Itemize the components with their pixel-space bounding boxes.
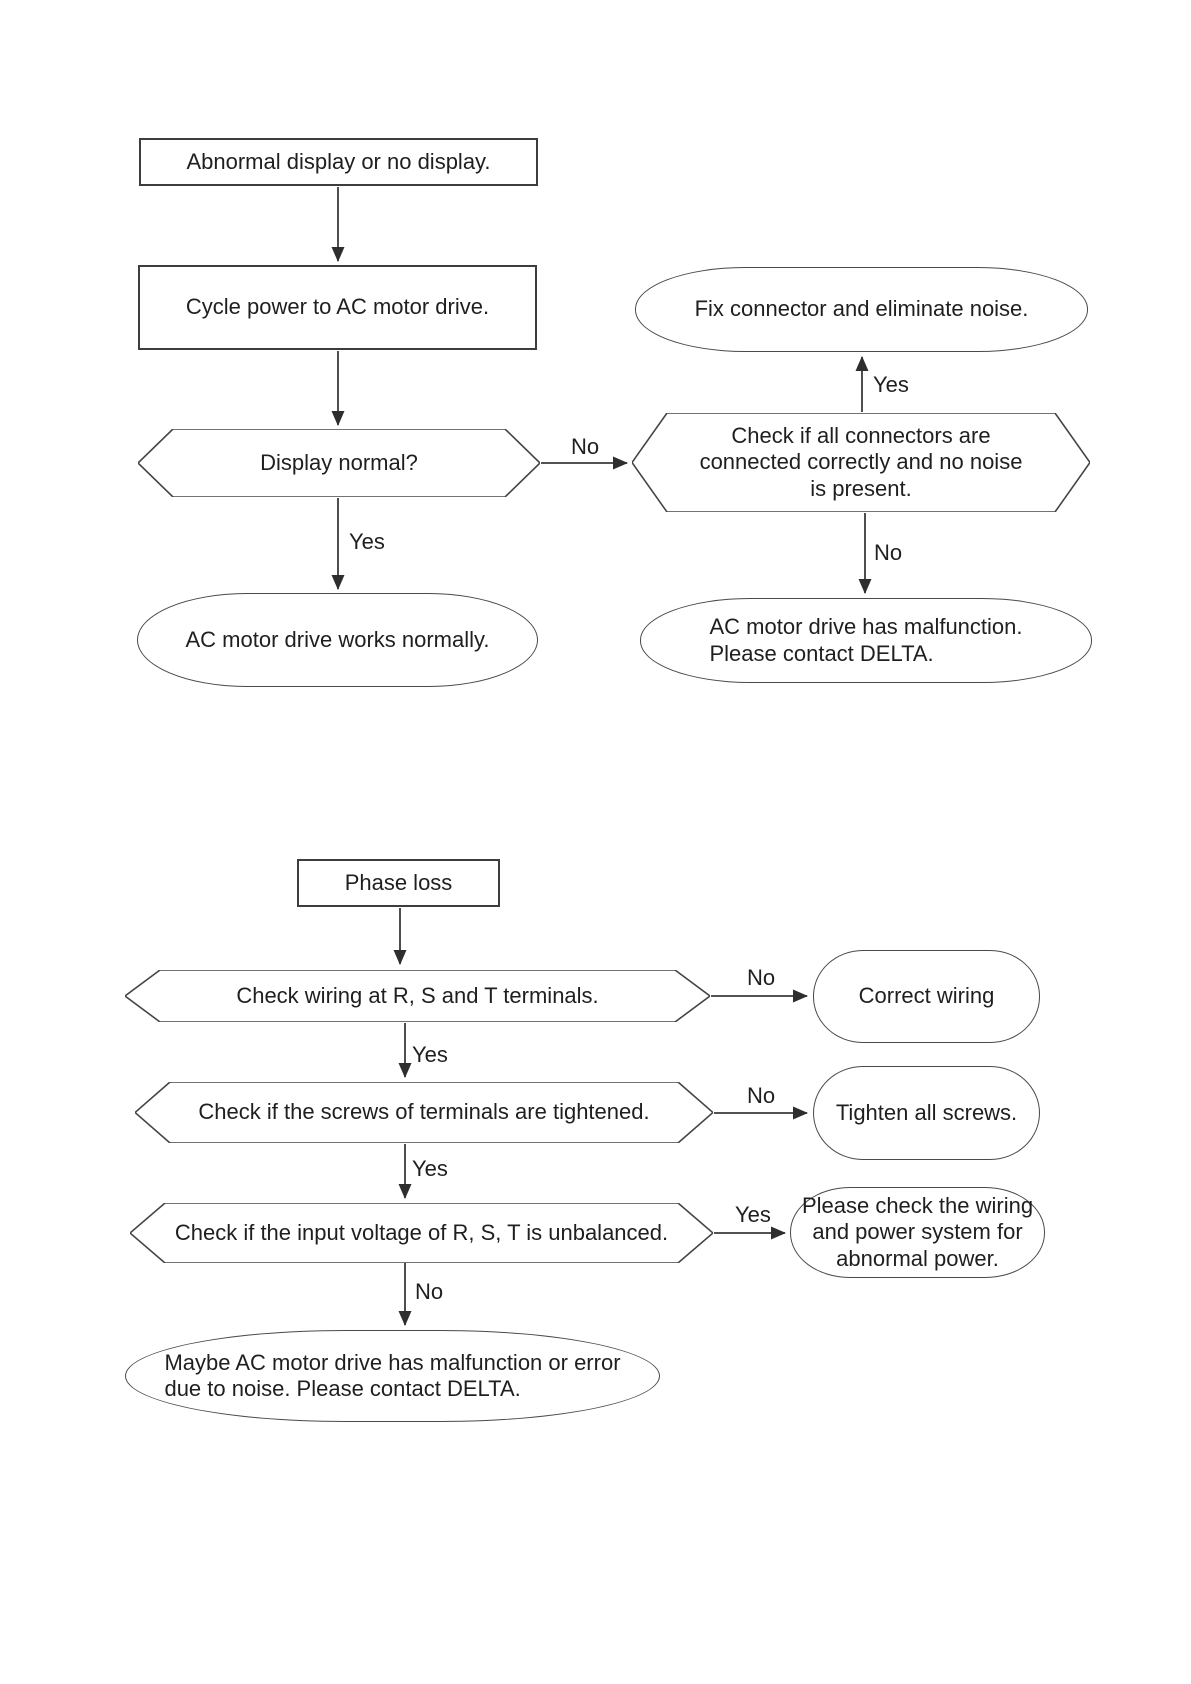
hexagon-shape	[632, 413, 1090, 512]
check-power-terminator: Please check the wiring and power system…	[790, 1187, 1045, 1278]
tighten-screws-terminator: Tighten all screws.	[813, 1066, 1040, 1160]
hexagon-shape	[135, 1082, 713, 1143]
node-label: Maybe AC motor drive has malfunction or …	[164, 1349, 621, 1401]
maybe-malfunction-terminator: Maybe AC motor drive has malfunction or …	[125, 1330, 660, 1422]
correct-wiring-terminator: Correct wiring	[813, 950, 1040, 1043]
node-label: Check if all connectors are connected co…	[699, 422, 1023, 501]
malfunction-terminator: AC motor drive has malfunction. Please c…	[640, 598, 1092, 683]
decision-check-voltage: Check if the input voltage of R, S, T is…	[130, 1203, 713, 1263]
edge-label-screws-no: No	[747, 1083, 776, 1108]
phase-loss-box: Phase loss	[297, 859, 500, 907]
edge-label-wiring-no: No	[747, 965, 776, 990]
node-label: Check wiring at R, S and T terminals.	[236, 982, 599, 1008]
node-label: AC motor drive has malfunction. Please c…	[709, 614, 1023, 666]
node-label: Abnormal display or no display.	[186, 148, 491, 174]
edge-label-display-yes: Yes	[349, 529, 385, 554]
decision-check-wiring: Check wiring at R, S and T terminals.	[125, 970, 710, 1022]
node-label: Display normal?	[260, 449, 418, 475]
node-label: Please check the wiring and power system…	[801, 1192, 1034, 1271]
hexagon-shape	[130, 1203, 713, 1263]
edge-label-display-no: No	[571, 434, 600, 459]
node-label: Phase loss	[344, 869, 453, 895]
edge-label-voltage-yes: Yes	[735, 1202, 771, 1227]
edge-label-voltage-no: No	[415, 1279, 444, 1304]
edge-label-connectors-yes: Yes	[873, 372, 909, 397]
edge-label-screws-yes: Yes	[412, 1156, 448, 1181]
hexagon-shape	[125, 970, 710, 1022]
fix-connector-terminator: Fix connector and eliminate noise.	[635, 267, 1088, 352]
node-label: Check if the input voltage of R, S, T is…	[174, 1219, 669, 1245]
hexagon-shape	[138, 429, 540, 497]
edge-label-wiring-yes: Yes	[412, 1042, 448, 1067]
node-label: Fix connector and eliminate noise.	[694, 296, 1029, 322]
works-normally-terminator: AC motor drive works normally.	[137, 593, 538, 687]
edge-label-connectors-no: No	[874, 540, 903, 565]
node-label: AC motor drive works normally.	[185, 626, 490, 652]
decision-check-connectors: Check if all connectors are connected co…	[632, 413, 1090, 512]
decision-check-screws: Check if the screws of terminals are tig…	[135, 1082, 713, 1143]
start-box: Abnormal display or no display.	[139, 138, 538, 186]
decision-display-normal: Display normal?	[138, 429, 540, 497]
node-label: Cycle power to AC motor drive.	[185, 294, 490, 320]
cycle-power-box: Cycle power to AC motor drive.	[138, 265, 537, 350]
node-label: Tighten all screws.	[835, 1099, 1018, 1125]
node-label: Check if the screws of terminals are tig…	[198, 1099, 650, 1125]
node-label: Correct wiring	[858, 983, 995, 1009]
